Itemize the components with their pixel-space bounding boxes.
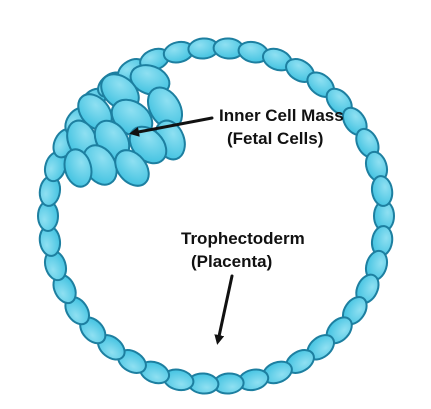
trophectoderm-sublabel: (Placenta) [191, 252, 272, 271]
inner-cell-mass-sublabel: (Fetal Cells) [227, 129, 323, 148]
trophectoderm-label: Trophectoderm [181, 229, 305, 248]
inner-mass-cell [114, 149, 150, 187]
inner-cell-mass-label: Inner Cell Mass [219, 106, 344, 125]
trophectoderm-ring [37, 37, 395, 395]
inner-mass-cell [63, 148, 93, 188]
inner-cell-mass [63, 64, 186, 188]
inner-cell-mass-arrow [129, 116, 214, 137]
trophectoderm-cell [370, 175, 394, 207]
trophectoderm-arrow [214, 274, 234, 345]
